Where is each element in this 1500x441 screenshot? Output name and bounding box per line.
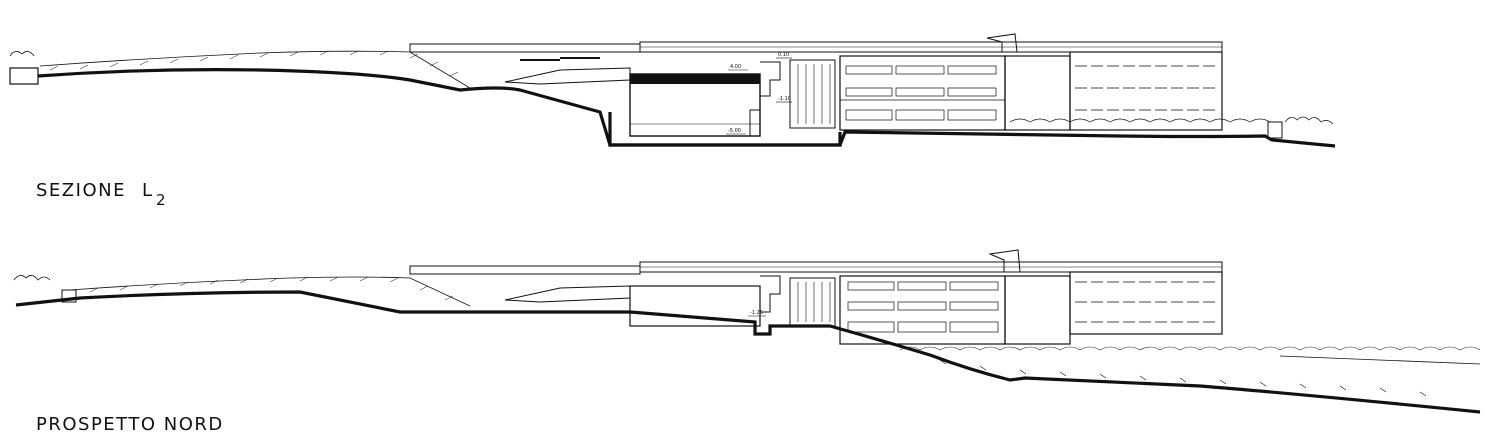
section-right-edge bbox=[1009, 116, 1334, 139]
section-elevation-marks bbox=[726, 57, 792, 135]
section-title-subscript: 2 bbox=[156, 191, 166, 209]
section-stair bbox=[789, 59, 836, 129]
elevation-title: PROSPETTO NORD bbox=[36, 414, 224, 435]
elevation-ground-line bbox=[15, 290, 1481, 414]
elevation-lower-block bbox=[629, 285, 761, 327]
section-building-block bbox=[839, 51, 1223, 131]
section-roof bbox=[409, 33, 1223, 53]
section-elevation-label: 4.00 bbox=[730, 64, 741, 70]
section-terrain-hatch bbox=[39, 50, 471, 89]
section-drawing bbox=[9, 33, 1336, 148]
section-left-edge bbox=[9, 51, 39, 85]
elevation-ramp bbox=[504, 285, 631, 303]
section-elevation-label: -5.00 bbox=[728, 128, 741, 134]
section-sunken-hall bbox=[608, 61, 842, 147]
elevation-elevation-label: -1.25 bbox=[750, 310, 763, 316]
elevation-drawing bbox=[13, 249, 1481, 414]
elevation-roof bbox=[409, 249, 1223, 275]
elevation-terrain-hatch bbox=[69, 276, 471, 307]
elevation-vegetation bbox=[899, 346, 1481, 397]
section-ramp bbox=[504, 67, 631, 85]
section-ground-line bbox=[37, 68, 1336, 148]
section-title: SEZIONE bbox=[36, 180, 126, 201]
elevation-stair bbox=[789, 277, 836, 327]
section-title-letter: L bbox=[142, 180, 154, 201]
section-elevation-label: -1.10 bbox=[778, 96, 791, 102]
section-elevation-label: 0.10 bbox=[778, 52, 789, 58]
elevation-building-block bbox=[839, 271, 1223, 345]
